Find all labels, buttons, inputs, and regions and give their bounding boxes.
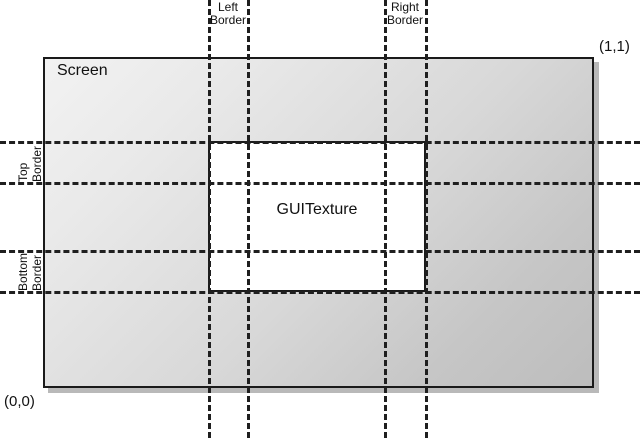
label-right-border: Right Border [384, 1, 426, 27]
guide-line-top-border-outer [0, 141, 640, 144]
label-bottom-border-line2: Border [30, 254, 44, 291]
label-bottom-border-secondary: Border [30, 254, 44, 291]
guide-line-right-border-outer [425, 0, 428, 438]
guide-line-bottom-border-inner [0, 250, 640, 253]
label-right-border-line1: Right [390, 0, 419, 14]
label-top-border: Top [16, 162, 30, 182]
guide-line-left-border-inner [208, 0, 211, 438]
label-top-border-secondary: Border [30, 145, 44, 182]
guide-line-top-border-inner [0, 182, 640, 185]
coordinate-label-bottom-left: (0,0) [4, 393, 35, 410]
label-right-border-line2: Border [386, 13, 424, 27]
label-left-border-line1: Left [217, 0, 238, 14]
label-bottom-border-line1: Bottom [16, 252, 30, 291]
guide-line-left-border-outer [247, 0, 250, 438]
label-top-border-line1: Top [16, 162, 30, 182]
coordinate-label-top-right: (1,1) [599, 38, 630, 55]
guide-line-right-border-inner [384, 0, 387, 438]
guitexture-label: GUITexture [276, 201, 358, 218]
screen-label: Screen [57, 62, 108, 79]
label-top-border-line2: Border [30, 145, 44, 182]
label-left-border: Left Border [208, 1, 248, 27]
guide-line-bottom-border-outer [0, 291, 640, 294]
label-left-border-line2: Border [209, 13, 247, 27]
label-bottom-border: Bottom [16, 252, 30, 291]
